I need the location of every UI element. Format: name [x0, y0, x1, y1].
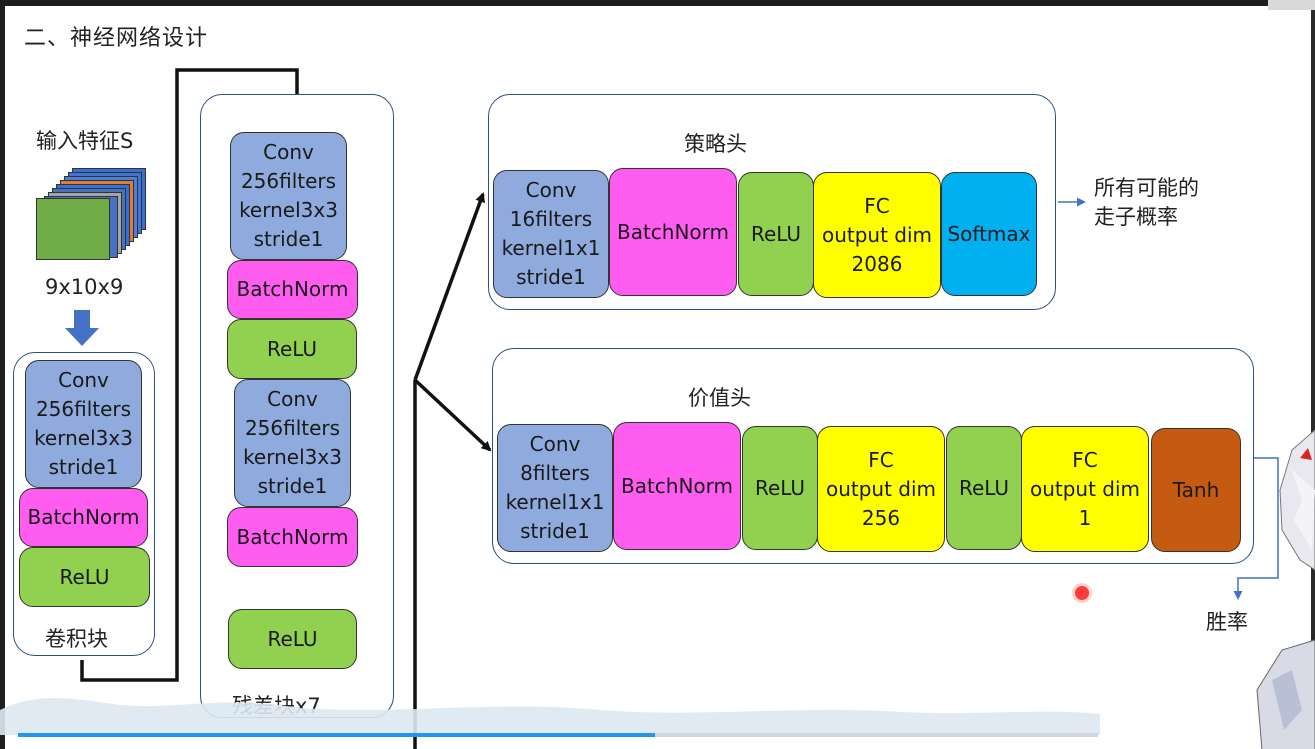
residual-relu1: ReLU	[227, 319, 357, 379]
conv-block-batchnorm: BatchNorm	[19, 488, 148, 547]
policy-conv: Conv 16filters kernel1x1 stride1	[493, 170, 609, 298]
conv-block-label: 卷积块	[45, 627, 108, 651]
window-left-border	[0, 0, 5, 749]
waveform-decoration	[0, 698, 1100, 735]
value-batchnorm: BatchNorm	[613, 422, 741, 550]
policy-softmax: Softmax	[941, 172, 1037, 296]
conv-block-relu: ReLU	[19, 547, 150, 607]
residual-batchnorm2: BatchNorm	[227, 507, 358, 567]
value-tanh: Tanh	[1151, 428, 1241, 552]
conv-to-residual-line	[80, 68, 302, 682]
value-fc2: FC output dim 1	[1021, 426, 1149, 552]
value-fc1: FC output dim 256	[817, 426, 945, 552]
policy-output-label: 所有可能的 走子概率	[1094, 176, 1199, 229]
value-output-arrow	[1233, 457, 1279, 600]
value-relu2: ReLU	[946, 426, 1022, 550]
video-progress-fill	[18, 733, 656, 737]
conv-block-conv: Conv 256filters kernel3x3 stride1	[25, 360, 142, 488]
page-title: 二、神经网络设计	[24, 26, 209, 51]
residual-conv2: Conv 256filters kernel3x3 stride1	[234, 379, 351, 507]
residual-conv1: Conv 256filters kernel3x3 stride1	[230, 132, 347, 260]
input-down-arrow	[65, 310, 99, 346]
to-policy-head-line	[413, 192, 485, 381]
to-value-head-line	[413, 378, 492, 452]
residual-relu2: ReLU	[228, 609, 357, 669]
value-conv: Conv 8filters kernel1x1 stride1	[497, 424, 613, 552]
value-relu1: ReLU	[742, 426, 818, 550]
policy-batchnorm: BatchNorm	[609, 168, 737, 296]
policy-head-label: 策略头	[684, 132, 747, 156]
policy-fc: FC output dim 2086	[813, 172, 941, 298]
input-dims: 9x10x9	[45, 275, 124, 299]
window-corner	[1268, 0, 1315, 10]
residual-batchnorm1: BatchNorm	[227, 260, 358, 319]
policy-relu: ReLU	[738, 172, 814, 296]
value-head-label: 价值头	[688, 386, 751, 410]
pointer-cursor	[1075, 586, 1089, 600]
value-output-label: 胜率	[1206, 610, 1248, 634]
window-right-border	[1311, 0, 1315, 749]
input-label: 输入特征S	[36, 129, 134, 153]
presenter-avatar	[1256, 430, 1315, 749]
window-top-bar	[0, 0, 1315, 6]
